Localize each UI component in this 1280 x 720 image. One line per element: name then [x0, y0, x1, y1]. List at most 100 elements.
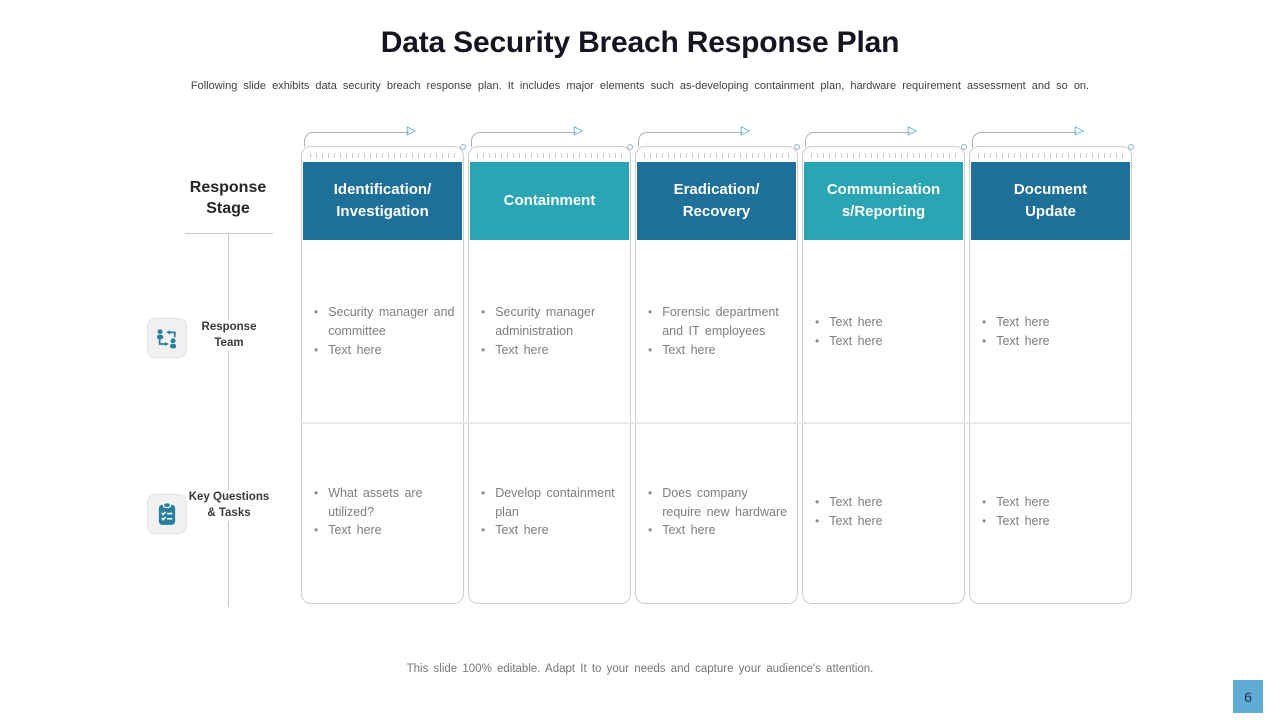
stage-divider-horizontal [185, 233, 273, 234]
bullet-text: Text here [996, 314, 1050, 329]
bullet-list: Security manager and committee Text here [302, 303, 463, 359]
tick-strip [978, 153, 1123, 158]
arrow-right-icon: ▷ [907, 123, 917, 137]
stage-table: ▷ Identification/ Investigation Security… [301, 124, 1134, 604]
bullet-list: Text here Text here [803, 313, 964, 351]
page-number-badge: 6 [1233, 680, 1263, 713]
bullet-item: Does company require new hardware [648, 484, 791, 522]
bullet-item: Text here [815, 313, 958, 332]
response-team-cell: Forensic department and IT employees Tex… [636, 240, 797, 423]
connector-line: ▷ [805, 124, 917, 147]
bullet-item: Text here [982, 512, 1125, 531]
bullet-text: What assets are utilized? [328, 485, 423, 519]
stage-column-document-update: ▷ Document Update Text here Text here Te… [969, 124, 1134, 604]
bullet-list: Security manager administration Text her… [469, 303, 630, 359]
bullet-item: Text here [648, 521, 791, 540]
bullet-item: Develop containment plan [481, 484, 624, 522]
arrow-right-icon: ▷ [740, 123, 750, 137]
key-questions-cell: Text here Text here [970, 423, 1131, 601]
corner-dot-icon [1128, 144, 1134, 150]
corner-dot-icon [627, 144, 633, 150]
bullet-list: Develop containment plan Text here [469, 484, 630, 540]
footer-note: This slide 100% editable. Adapt It to yo… [406, 663, 874, 675]
key-questions-cell: What assets are utilized? Text here [302, 423, 463, 601]
bullet-text: Text here [996, 495, 1050, 510]
stage-header: Communication s/Reporting [804, 162, 963, 240]
bullet-item: Text here [982, 493, 1125, 512]
bullet-text: Text here [495, 342, 549, 357]
bullet-item: Text here [481, 341, 624, 360]
bullet-list: Forensic department and IT employees Tex… [636, 303, 797, 359]
bullet-item: Text here [815, 332, 958, 351]
connector-line: ▷ [304, 124, 416, 147]
stage-column-communications: ▷ Communication s/Reporting Text here Te… [802, 124, 967, 604]
response-stage-heading: Response Stage [189, 179, 267, 217]
tick-strip [811, 153, 956, 158]
tick-strip [310, 153, 455, 158]
stage-header: Identification/ Investigation [303, 162, 462, 240]
bullet-text: Text here [996, 514, 1050, 528]
connector-line: ▷ [471, 124, 583, 147]
stage-header: Document Update [971, 162, 1130, 240]
bullet-item: Forensic department and IT employees [648, 303, 791, 341]
bullet-list: Text here Text here [803, 493, 964, 531]
checklist-clipboard-icon [147, 494, 187, 534]
corner-dot-icon [460, 144, 466, 150]
bullet-list: Does company require new hardware Text h… [636, 484, 797, 540]
key-questions-tasks-label: Key Questions & Tasks [187, 490, 271, 522]
key-questions-cell: Does company require new hardware Text h… [636, 423, 797, 601]
stage-column-eradication: ▷ Eradication/ Recovery Forensic departm… [635, 124, 800, 604]
bullet-text: Does company require new hardware [662, 485, 788, 519]
bullet-item: Text here [982, 313, 1125, 332]
stage-column-containment: ▷ Containment Security manager administr… [468, 124, 633, 604]
people-exchange-icon [147, 318, 187, 358]
bullet-item: What assets are utilized? [314, 484, 457, 522]
bullet-text: Text here [829, 514, 883, 528]
bullet-text: Text here [829, 314, 883, 329]
stage-column-identification: ▷ Identification/ Investigation Security… [301, 124, 466, 604]
response-team-cell: Security manager and committee Text here [302, 240, 463, 423]
bullet-item: Text here [982, 332, 1125, 351]
tick-strip [644, 153, 789, 158]
bullet-text: Text here [328, 523, 382, 538]
bullet-list: Text here Text here [970, 493, 1131, 531]
bullet-text: Security manager and committee [328, 305, 455, 339]
bullet-item: Text here [481, 521, 624, 540]
connector-line: ▷ [638, 124, 750, 147]
bullet-item: Text here [815, 493, 958, 512]
bullet-list: What assets are utilized? Text here [302, 484, 463, 540]
bullet-item: Text here [648, 341, 791, 360]
corner-dot-icon [961, 144, 967, 150]
bullet-text: Text here [829, 495, 883, 510]
row-divider-line [301, 422, 1132, 424]
stage-divider-vertical [228, 233, 229, 607]
stage-header: Containment [470, 162, 629, 240]
arrow-right-icon: ▷ [406, 123, 416, 137]
response-team-cell: Security manager administration Text her… [469, 240, 630, 423]
bullet-text: Text here [328, 342, 382, 357]
bullet-text: Security manager administration [495, 305, 596, 339]
bullet-item: Text here [314, 341, 457, 360]
corner-dot-icon [794, 144, 800, 150]
bullet-item: Text here [314, 521, 457, 540]
arrow-right-icon: ▷ [573, 123, 583, 137]
response-team-cell: Text here Text here [803, 240, 964, 423]
bullet-list: Text here Text here [970, 313, 1131, 351]
response-team-cell: Text here Text here [970, 240, 1131, 423]
bullet-item: Security manager and committee [314, 303, 457, 341]
arrow-right-icon: ▷ [1074, 123, 1084, 137]
bullet-item: Text here [815, 512, 958, 531]
response-team-label: Response Team [192, 320, 266, 352]
bullet-text: Text here [829, 333, 883, 348]
bullet-text: Forensic department and IT employees [662, 305, 779, 339]
key-questions-cell: Develop containment plan Text here [469, 423, 630, 601]
stage-header: Eradication/ Recovery [637, 162, 796, 240]
bullet-item: Security manager administration [481, 303, 624, 341]
bullet-text: Text here [495, 523, 549, 538]
key-questions-cell: Text here Text here [803, 423, 964, 601]
bullet-text: Text here [662, 523, 716, 538]
connector-line: ▷ [972, 124, 1084, 147]
bullet-text: Develop containment plan [495, 485, 615, 519]
bullet-text: Text here [996, 333, 1050, 348]
